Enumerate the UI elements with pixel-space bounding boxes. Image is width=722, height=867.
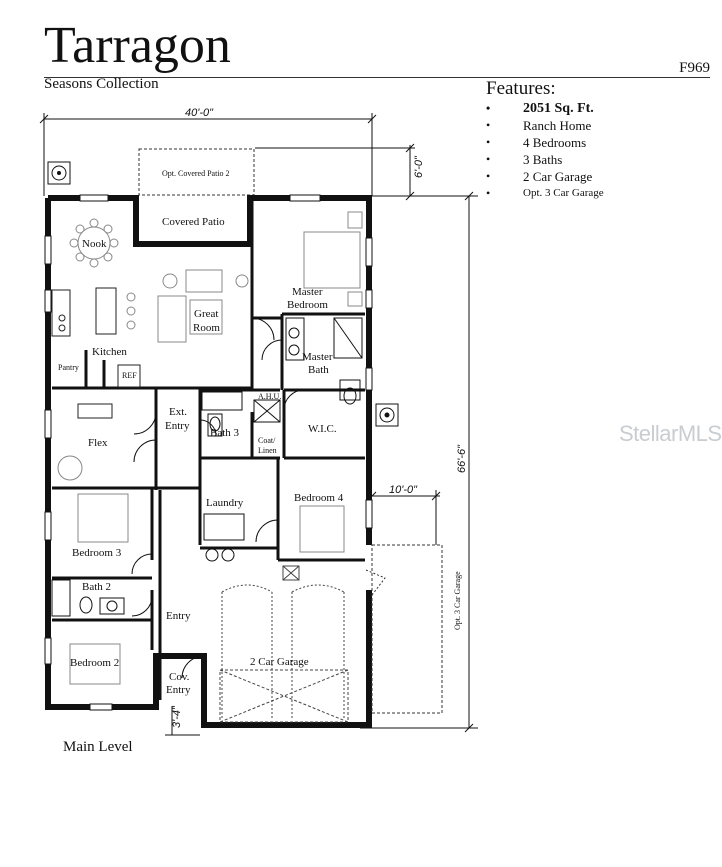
label-cov-entry-2: Entry (166, 684, 191, 696)
plan-title: Tarragon (44, 17, 231, 74)
dimension-lines (39, 113, 478, 736)
label-wic: W.I.C. (308, 423, 337, 435)
label-ext-entry-1: Ext. (169, 406, 187, 418)
furniture (51, 211, 363, 685)
watermark: StellarMLS (619, 421, 722, 446)
label-ref: REF (122, 371, 137, 380)
label-bedroom3: Bedroom 3 (72, 547, 122, 559)
garage-outline (219, 565, 349, 723)
feature-item: 4 Bedrooms (486, 134, 604, 151)
features-heading: Features: (486, 78, 556, 99)
label-master-bedroom-2: Bedroom (287, 299, 328, 311)
exterior-fixture-icon (375, 403, 399, 427)
label-covered-patio: Covered Patio (162, 216, 225, 228)
door-swings (131, 317, 305, 679)
bath-fixtures (51, 317, 363, 617)
patio-depth-dimension: 6'-0" (413, 155, 425, 178)
label-flex: Flex (88, 437, 108, 449)
feature-item: Ranch Home (486, 117, 604, 134)
depth-dimension: 66'-6" (456, 444, 468, 473)
feature-item: Opt. 3 Car Garage (486, 185, 604, 202)
label-coat-2: Linen (258, 446, 277, 455)
features-list: 2051 Sq. Ft. Ranch Home 4 Bedrooms 3 Bat… (486, 100, 604, 202)
label-opt-garage: Opt. 3 Car Garage (453, 571, 462, 630)
exterior-walls (45, 195, 372, 728)
level-label: Main Level (63, 739, 133, 755)
label-opt-patio: Opt. Covered Patio 2 (162, 169, 230, 178)
feature-item: 2 Car Garage (486, 168, 604, 185)
interior-walls (52, 198, 365, 700)
label-cov-entry-1: Cov. (169, 671, 190, 683)
opt-garage-outline (371, 544, 443, 714)
label-garage: 2 Car Garage (250, 656, 309, 668)
opt-patio-outline (138, 148, 255, 196)
width-dimension: 40'-0" (185, 107, 214, 119)
collection-name: Seasons Collection (44, 76, 159, 92)
label-master-bath-2: Bath (308, 364, 329, 376)
header-rule (44, 77, 710, 78)
label-kitchen: Kitchen (92, 346, 127, 358)
label-master-bath-1: Master (302, 351, 333, 363)
entry-step-dimension: 3'-4" (171, 705, 183, 728)
label-bath2: Bath 2 (82, 581, 111, 593)
label-ext-entry-2: Entry (165, 420, 190, 432)
label-great-room-2: Room (193, 322, 220, 334)
plan-code: F969 (679, 60, 710, 76)
label-bath3: Bath 3 (210, 427, 240, 439)
windows (44, 194, 373, 711)
label-pantry: Pantry (58, 363, 79, 372)
label-laundry: Laundry (206, 497, 244, 509)
feature-item: 2051 Sq. Ft. (486, 100, 604, 117)
label-master-bedroom-1: Master (292, 286, 323, 298)
garage-offset-dimension: 10'-0" (389, 484, 418, 496)
label-great-room-1: Great (194, 308, 218, 320)
feature-item: 3 Baths (486, 151, 604, 168)
label-nook: Nook (82, 238, 107, 250)
ac-unit-icon (47, 161, 71, 185)
label-ahu: A.H.U. (258, 392, 281, 401)
label-coat-1: Coat/ (258, 436, 276, 445)
label-bedroom4: Bedroom 4 (294, 492, 344, 504)
label-bedroom2: Bedroom 2 (70, 657, 119, 669)
label-entry: Entry (166, 610, 191, 622)
